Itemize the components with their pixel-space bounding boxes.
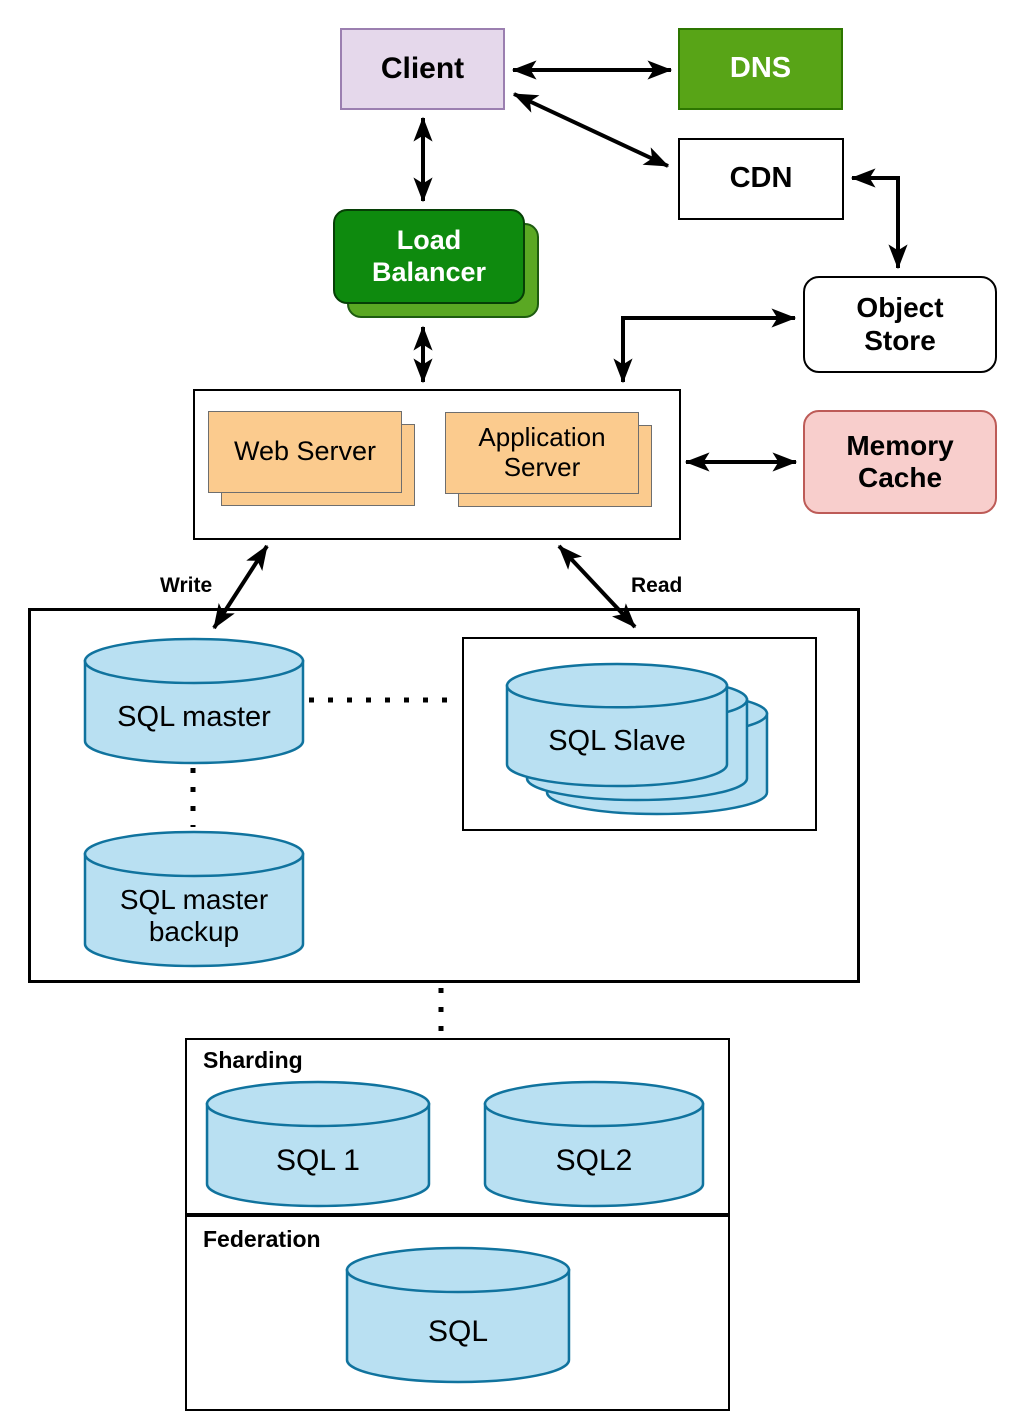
sharding-label: Sharding bbox=[203, 1047, 303, 1073]
write-edge-label: Write bbox=[160, 574, 213, 597]
node-load-balancer: Load Balancer bbox=[333, 209, 525, 304]
cylinder-shape bbox=[505, 662, 729, 788]
node-dns: DNS bbox=[678, 28, 843, 110]
node-sql-master-backup: SQL master backup bbox=[83, 830, 305, 968]
node-sql-slave: SQL Slave bbox=[505, 662, 769, 818]
node-federation-sql: SQL bbox=[345, 1246, 571, 1384]
node-sql-2: SQL2 bbox=[483, 1080, 705, 1208]
arrow-cdn-object-store bbox=[850, 168, 908, 270]
node-sql-1: SQL 1 bbox=[205, 1080, 431, 1208]
read-edge-label: Read bbox=[631, 574, 683, 597]
sql-slave-cylinder-front: SQL Slave bbox=[505, 662, 729, 788]
node-memory-cache: Memory Cache bbox=[803, 410, 997, 514]
web-server-label: Web Server bbox=[233, 436, 377, 467]
client-label: Client bbox=[380, 51, 465, 85]
sql-slave-label: SQL Slave bbox=[548, 725, 686, 758]
node-object-store: Object Store bbox=[803, 276, 997, 373]
arrow-servers-object-store bbox=[613, 308, 797, 384]
cylinder-shape bbox=[83, 637, 305, 765]
sql-1-label: SQL 1 bbox=[276, 1143, 360, 1177]
cylinder-shape bbox=[345, 1246, 571, 1384]
node-sql-master: SQL master bbox=[83, 637, 305, 765]
arrow-client-cdn bbox=[512, 92, 670, 168]
cdn-label: CDN bbox=[729, 162, 793, 195]
node-client: Client bbox=[340, 28, 505, 110]
sql-2-label: SQL2 bbox=[555, 1143, 633, 1177]
federation-label: Federation bbox=[203, 1226, 321, 1252]
sql-master-label: SQL master bbox=[117, 701, 271, 734]
memory-cache-label: Memory Cache bbox=[846, 429, 954, 493]
sql-master-backup-label: SQL master backup bbox=[119, 883, 269, 947]
node-web-server: Web Server bbox=[208, 411, 402, 493]
load-balancer-label: Load Balancer bbox=[371, 225, 487, 287]
dns-label: DNS bbox=[729, 52, 792, 85]
federation-sql-label: SQL bbox=[427, 1314, 489, 1348]
node-cdn: CDN bbox=[678, 138, 844, 220]
cylinder-shape bbox=[83, 830, 305, 968]
node-application-server: Application Server bbox=[445, 412, 639, 494]
cylinder-shape bbox=[483, 1080, 705, 1208]
application-server-label: Application Server bbox=[478, 422, 606, 482]
cylinder-shape bbox=[205, 1080, 431, 1208]
object-store-label: Object Store bbox=[856, 292, 944, 356]
